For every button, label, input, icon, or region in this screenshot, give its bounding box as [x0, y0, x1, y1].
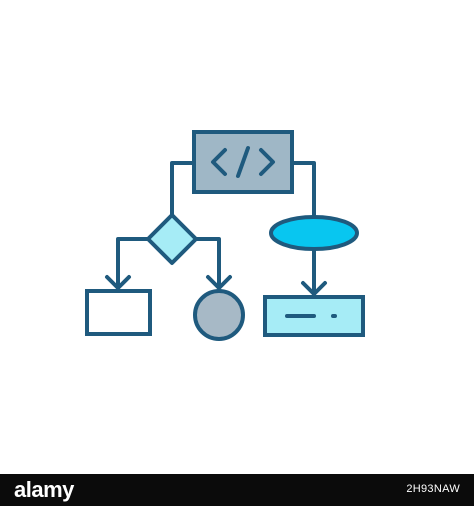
watermark-image-id: 2H93NAW — [406, 483, 460, 495]
arrowhead-left — [105, 275, 131, 290]
arrowhead-middle — [206, 275, 232, 290]
left-box-node — [85, 289, 152, 336]
ellipse-node — [269, 215, 359, 251]
connector-decision-to-left-box — [116, 237, 150, 290]
connector-code-to-decision — [170, 161, 196, 217]
diagram-canvas — [85, 130, 365, 341]
flowchart-diagram — [85, 130, 365, 341]
right-box-node — [263, 295, 365, 337]
arrowhead-right — [301, 281, 327, 296]
watermark-brand: alamy — [14, 477, 74, 502]
code-brackets-icon — [211, 146, 275, 178]
decision-diamond-node — [146, 213, 198, 265]
circle-node — [193, 289, 245, 341]
connector-decision-to-circle — [194, 237, 221, 290]
watermark-bar: alamy 2H93NAW — [0, 474, 474, 506]
code-block-node — [192, 130, 294, 194]
connector-code-to-ellipse — [290, 161, 316, 219]
